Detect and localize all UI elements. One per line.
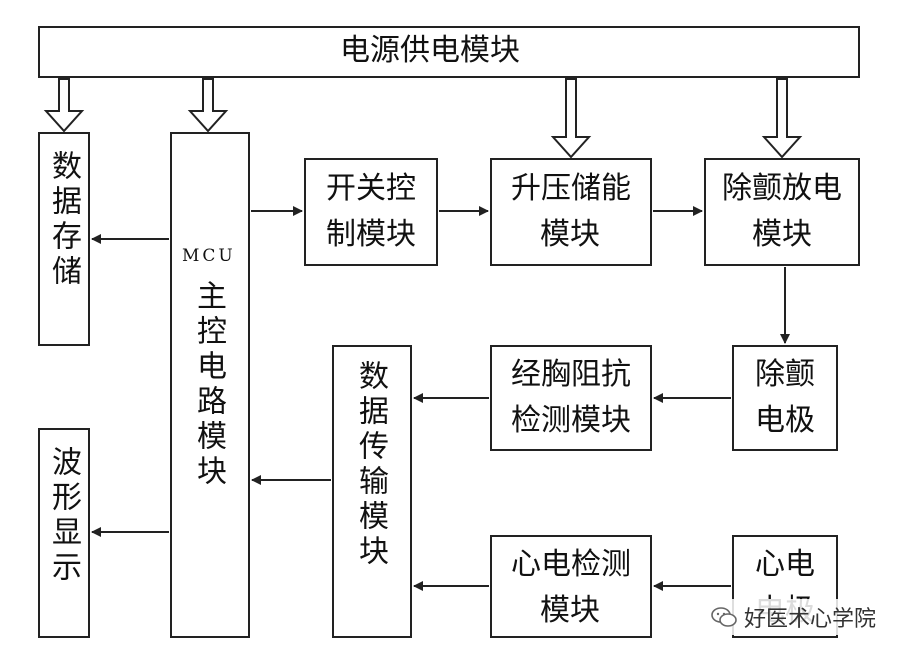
switch-control-module-box — [304, 158, 438, 266]
impedance-detection-module-box — [490, 345, 652, 451]
impedance-detection-label-line1: 经胸阻抗 — [511, 357, 631, 392]
defib-electrode-label-line2: 电极 — [755, 403, 815, 438]
defib-discharge-label-line1: 除颤放电 — [722, 171, 842, 206]
defib-electrode-box — [732, 345, 838, 451]
watermark: 好医术心学院 — [703, 599, 882, 635]
impedance-detection-label-line2: 检测模块 — [511, 403, 631, 438]
boost-storage-label-line1: 升压储能 — [511, 171, 631, 206]
power-supply-module-label: 电源供电模块 — [340, 33, 520, 68]
boost-storage-module-box — [490, 158, 652, 266]
power-to-mcu-arrow — [187, 78, 229, 133]
data-transmission-module-box — [332, 345, 412, 638]
mcu-tag-label: MCU — [182, 246, 236, 266]
data-transmission-label: 数据传输模块 — [353, 360, 388, 570]
defib-discharge-module-box — [704, 158, 860, 266]
mcu-main-control-label: 主控电路模块 — [191, 280, 226, 490]
waveform-display-label: 波形显示 — [46, 446, 81, 586]
data-storage-box — [38, 132, 90, 346]
switch-control-label-line1: 开关控 — [326, 171, 416, 206]
ecg-detection-label-line2: 模块 — [540, 593, 600, 628]
ecg-detection-label-line1: 心电检测 — [511, 547, 631, 582]
ecg-electrode-label-line1: 心电 — [755, 547, 815, 582]
power-to-boost-arrow — [550, 78, 592, 159]
boost-storage-label-line2: 模块 — [540, 217, 600, 252]
defib-electrode-label-line1: 除颤 — [755, 357, 815, 392]
defib-discharge-label-line2: 模块 — [752, 217, 812, 252]
mcu-main-control-box — [170, 132, 250, 638]
wechat-icon — [711, 607, 737, 627]
data-storage-label: 数据存储 — [46, 150, 81, 290]
power-to-storage-arrow — [43, 78, 85, 133]
waveform-display-box — [38, 428, 90, 638]
power-supply-module-box — [38, 26, 860, 78]
switch-control-label-line2: 制模块 — [326, 217, 416, 252]
ecg-detection-module-box — [490, 535, 652, 638]
power-to-discharge-arrow — [761, 78, 803, 159]
watermark-text: 好医术心学院 — [743, 607, 876, 632]
